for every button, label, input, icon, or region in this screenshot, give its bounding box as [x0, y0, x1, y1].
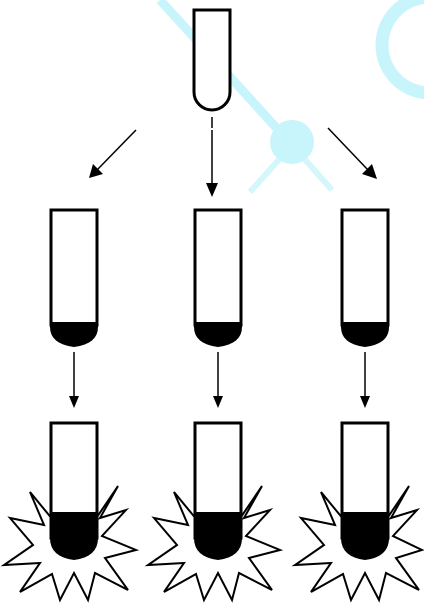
watermark-ring — [375, 0, 424, 100]
tube-sediment — [341, 322, 389, 348]
down-arrow-center — [213, 352, 223, 408]
down-arrow-left — [69, 352, 79, 408]
down-arrow-right — [360, 352, 370, 408]
middle-tube-right — [340, 208, 390, 348]
bottom-unit-center — [144, 421, 284, 603]
tube-outline — [49, 208, 99, 327]
down-arrows — [69, 352, 370, 408]
tube-outline — [193, 208, 243, 327]
tube-outline — [340, 208, 390, 327]
watermark-atom — [270, 120, 314, 164]
bottom-unit-right — [291, 421, 424, 603]
middle-tube-left — [49, 208, 99, 348]
tube-outline — [192, 8, 232, 112]
tube-sediment — [50, 512, 98, 561]
source-tube — [192, 8, 232, 128]
middle-row — [49, 208, 390, 348]
bottom-unit-left — [0, 421, 140, 603]
bottom-row — [0, 421, 424, 603]
arrow-right — [327, 127, 377, 179]
tube-sediment — [194, 322, 242, 348]
tube-sediment — [50, 322, 98, 348]
arrow-center — [206, 130, 218, 197]
tube-sediment — [194, 512, 242, 561]
branch-arrows — [89, 127, 377, 197]
tube-sediment — [341, 512, 389, 561]
arrow-left — [89, 129, 137, 178]
middle-tube-center — [193, 208, 243, 348]
